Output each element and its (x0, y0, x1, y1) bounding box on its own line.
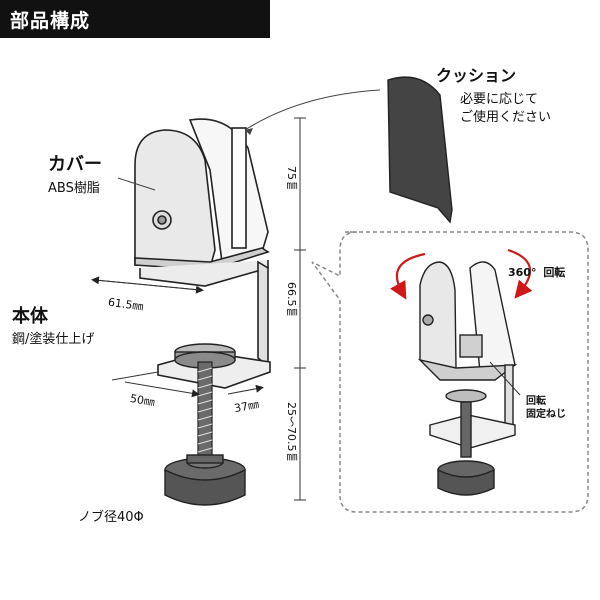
cushion-name: クッション (436, 66, 517, 85)
body-material: 鋼/塗装仕上げ (12, 332, 95, 347)
cover-part (134, 118, 270, 271)
knob (164, 454, 246, 506)
knob-label: ノブ径40Φ (78, 510, 144, 525)
dim-clamp-range: 25～70.5㎜ (285, 402, 298, 463)
body-name: 本体 (12, 306, 48, 327)
screw-shaft (197, 361, 213, 463)
cover-name: カバー (48, 154, 102, 175)
vertical-dimension (294, 117, 306, 501)
detail-clamp (417, 261, 518, 496)
dim-height-body: 66.5㎜ (285, 282, 298, 318)
rotation-angle-value: 360° (508, 266, 537, 279)
cushion-note-2: ご使用ください (460, 110, 552, 125)
header-bar: 部品構成 (0, 0, 270, 38)
cushion-part (387, 76, 453, 224)
screw-label-2: 固定ねじ (526, 409, 566, 420)
header-title: 部品構成 (10, 10, 91, 32)
cover-material: ABS樹脂 (48, 181, 100, 196)
dim-height-cover: 75㎜ (285, 166, 298, 191)
rotation-arrows (390, 248, 533, 300)
screw-label-1: 回転 (526, 396, 546, 407)
body-part (139, 260, 271, 389)
pressure-pad (174, 343, 236, 369)
cushion-note-1: 必要に応じて (460, 92, 539, 107)
rotation-angle-label: 回転 (543, 266, 566, 279)
rotation-angle: 360° 回転 (508, 264, 565, 280)
